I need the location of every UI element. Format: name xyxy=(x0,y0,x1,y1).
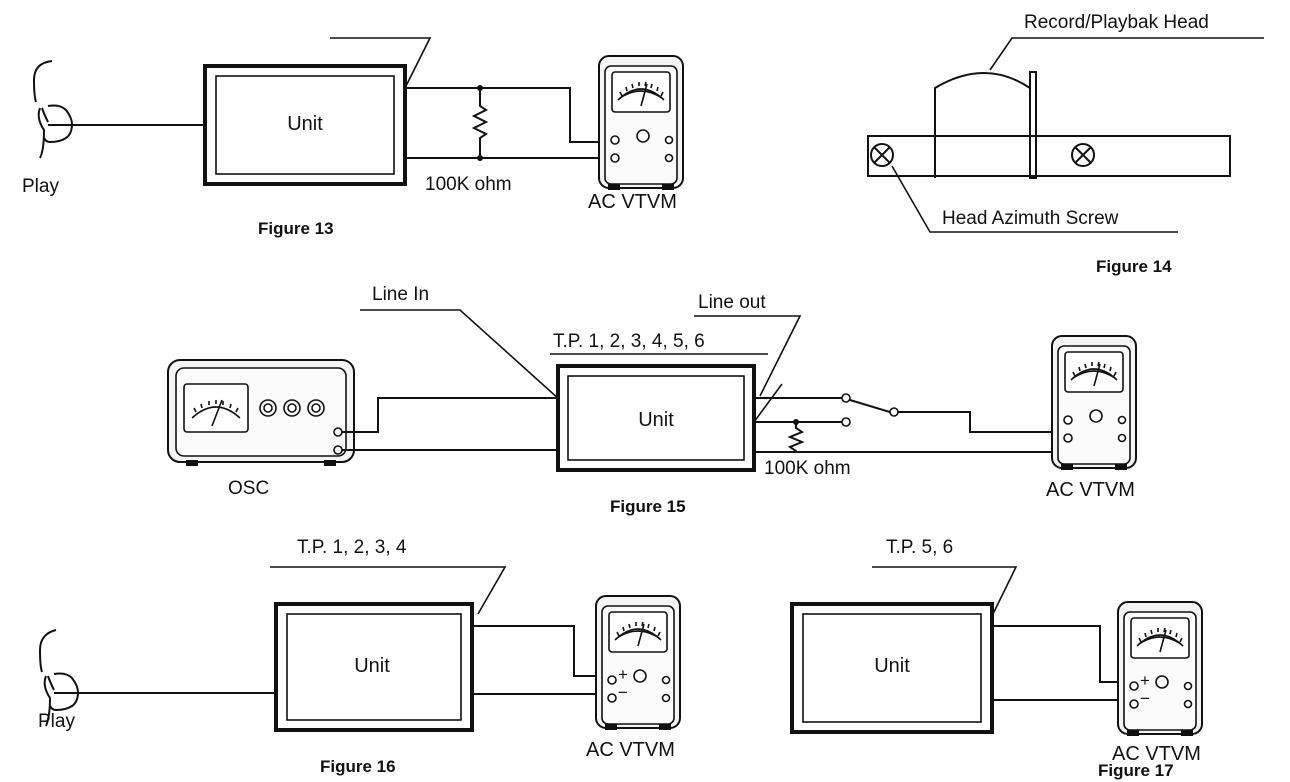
unit-box-16: Unit xyxy=(274,602,474,732)
selector-switch xyxy=(841,393,1060,433)
vtvm-meter-17 xyxy=(1117,601,1203,737)
meter-label-17: AC VTVM xyxy=(1112,743,1201,765)
play-label-13: Play xyxy=(22,176,59,197)
osc-label: OSC xyxy=(228,478,269,499)
tape-head xyxy=(867,71,1231,179)
figure-17: T.P. 5, 6 Unit + − AC VTVM Figure 17 xyxy=(790,537,1203,780)
unit-box-13: Unit xyxy=(203,64,407,186)
screw-label: Head Azimuth Screw xyxy=(942,208,1119,229)
test-points-label-15: T.P. 1, 2, 3, 4, 5, 6 xyxy=(553,331,705,352)
azimuth-screw-left xyxy=(870,143,894,167)
azimuth-screw-right xyxy=(1071,143,1095,167)
plus-label-16: + xyxy=(618,665,628,684)
caption-figure-16: Figure 16 xyxy=(320,757,396,776)
figure-13: Play Unit 100K ohm AC VTVM Figure 13 xyxy=(22,37,684,238)
play-symbol-16 xyxy=(38,629,80,727)
figure-15: Line In T.P. 1, 2, 3, 4, 5, 6 Line out O… xyxy=(167,284,1137,516)
caption-figure-17: Figure 17 xyxy=(1098,761,1174,780)
minus-label-17: − xyxy=(1140,689,1150,708)
vtvm-meter-13 xyxy=(598,55,684,191)
unit-label-15: Unit xyxy=(638,409,674,431)
play-label-16: Play xyxy=(38,711,75,732)
meter-label-15: AC VTVM xyxy=(1046,479,1135,501)
unit-box-17: Unit xyxy=(790,602,994,734)
line-in-label: Line In xyxy=(372,284,429,305)
caption-figure-15: Figure 15 xyxy=(610,497,686,516)
vtvm-meter-16 xyxy=(595,595,681,731)
meter-label-16: AC VTVM xyxy=(586,739,675,761)
test-points-label-17: T.P. 5, 6 xyxy=(886,537,953,558)
unit-label-16: Unit xyxy=(354,655,390,677)
plus-label-17: + xyxy=(1140,671,1150,690)
unit-box-15: Unit xyxy=(556,364,756,472)
resistor-15 xyxy=(787,422,805,452)
figure-14: Record/Playbak Head Head Azimuth Screw F… xyxy=(867,12,1264,276)
caption-figure-13: Figure 13 xyxy=(258,219,334,238)
minus-label-16: − xyxy=(618,683,628,702)
play-symbol-13 xyxy=(32,60,74,159)
line-out-label: Line out xyxy=(698,292,766,313)
caption-figure-14: Figure 14 xyxy=(1096,257,1172,276)
unit-label-13: Unit xyxy=(287,113,323,135)
meter-label-13: AC VTVM xyxy=(588,191,677,213)
resistor-label-15: 100K ohm xyxy=(764,458,851,479)
unit-label-17: Unit xyxy=(874,655,910,677)
resistor-13 xyxy=(471,88,489,158)
head-label: Record/Playbak Head xyxy=(1024,12,1209,33)
oscillator xyxy=(167,359,355,466)
test-points-label-16: T.P. 1, 2, 3, 4 xyxy=(297,537,407,558)
resistor-label-13: 100K ohm xyxy=(425,174,512,195)
figure-16: T.P. 1, 2, 3, 4 Play Unit + − AC VTVM Fi… xyxy=(38,537,681,776)
vtvm-meter-15 xyxy=(1051,335,1137,471)
